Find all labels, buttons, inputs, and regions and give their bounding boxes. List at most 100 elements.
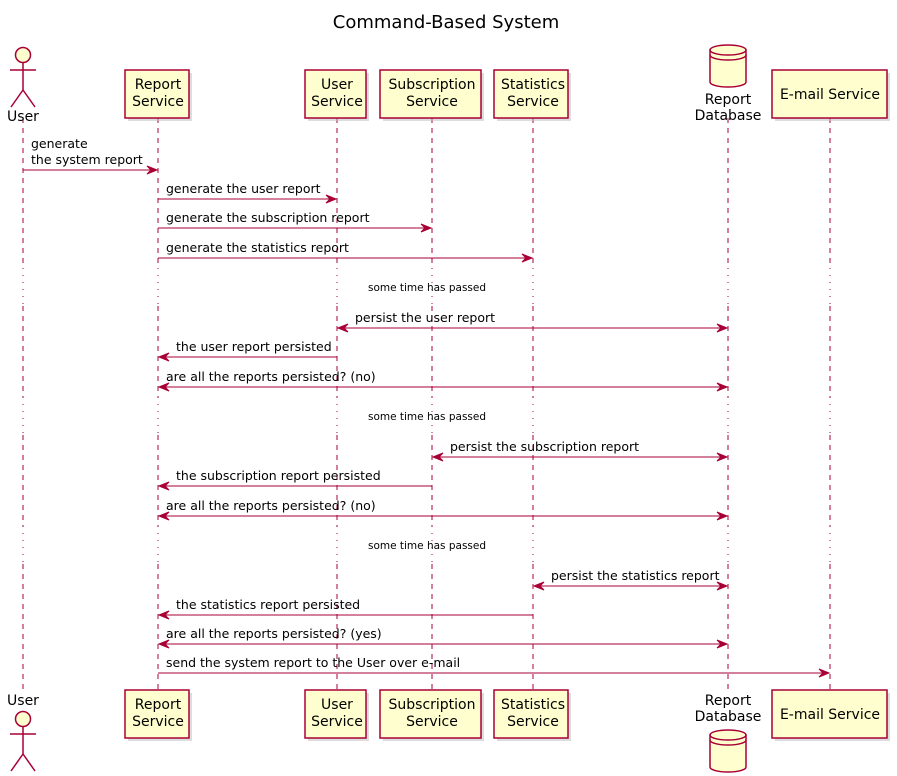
message: the statistics report persisted — [157, 597, 533, 620]
message-label: the user report persisted — [176, 339, 332, 354]
arrow-head — [716, 581, 729, 591]
participant-box-statsvc — [493, 69, 569, 119]
actor-left-leg — [10, 89, 24, 108]
participant-box-report — [124, 689, 190, 739]
participant-label-db: Database — [695, 108, 762, 124]
message: are all the reports persisted? (no) — [157, 498, 729, 521]
database-rim — [709, 739, 747, 746]
message: are all the reports persisted? (no) — [157, 369, 729, 392]
message-label: persist the user report — [355, 310, 495, 325]
message: the subscription report persisted — [157, 468, 432, 491]
message-label: the system report — [31, 152, 143, 167]
participant-box-usersvc — [304, 689, 367, 739]
lifelines — [22, 118, 831, 690]
message-label: generate — [31, 136, 88, 151]
delay-label: some time has passed — [368, 411, 486, 423]
participant-label-db: Report — [705, 92, 752, 108]
participant-label-usersvc: Service — [311, 714, 363, 730]
message-label: persist the statistics report — [551, 568, 720, 583]
arrow-head — [146, 165, 159, 175]
actor-right-leg — [22, 753, 36, 772]
actor-head — [14, 710, 32, 728]
participant-label-statsvc: Service — [507, 94, 559, 110]
participant-label-user: User — [7, 109, 39, 125]
arrow-head — [716, 639, 729, 649]
participant-label-report: Report — [135, 697, 182, 713]
participant-box-email — [771, 689, 888, 739]
participants-top: UserReportServiceUserServiceSubscription… — [7, 44, 890, 125]
message-label: are all the reports persisted? (no) — [166, 369, 376, 384]
delay: some time has passed — [368, 411, 486, 423]
message: persist the user report — [336, 310, 729, 333]
delay: some time has passed — [368, 282, 486, 294]
arrow-head — [157, 352, 170, 362]
arrow-head — [336, 323, 349, 333]
delay: some time has passed — [368, 540, 486, 552]
message-label: generate the statistics report — [166, 240, 349, 255]
participant-box-subsvc — [379, 69, 482, 119]
message: persist the statistics report — [532, 568, 729, 591]
message: generate the user report — [158, 181, 338, 204]
message: generate the subscription report — [158, 210, 433, 233]
participant-label-usersvc: User — [321, 77, 353, 93]
participant-label-db: Report — [705, 693, 752, 709]
arrow-head — [521, 253, 534, 263]
participant-box-usersvc — [304, 69, 367, 119]
arrow-head — [431, 452, 444, 462]
participant-box-report — [124, 69, 190, 119]
participant-label-usersvc: Service — [311, 94, 363, 110]
participant-label-report: Report — [135, 77, 182, 93]
participant-label-subsvc: Subscription — [389, 77, 476, 93]
message: the user report persisted — [157, 339, 337, 362]
arrow-head — [818, 668, 831, 678]
participant-label-user: User — [7, 693, 39, 709]
database-cylinder-icon — [709, 44, 747, 88]
arrow-head — [716, 323, 729, 333]
arrow-head — [157, 481, 170, 491]
delay-label: some time has passed — [368, 540, 486, 552]
participant-label-subsvc: Service — [406, 94, 458, 110]
database-rim — [709, 734, 747, 741]
message-label: generate the user report — [166, 181, 321, 196]
arrow-head — [157, 639, 170, 649]
participant-label-report: Service — [132, 714, 184, 730]
participant-label-subsvc: Subscription — [389, 697, 476, 713]
diagram-title: Command-Based System — [333, 12, 559, 33]
message-label: are all the reports persisted? (no) — [166, 498, 376, 513]
message: send the system report to the User over … — [158, 655, 831, 678]
delay-label: some time has passed — [368, 282, 486, 294]
participant-label-db: Database — [695, 709, 762, 725]
message-label: the statistics report persisted — [176, 597, 360, 612]
participant-label-report: Service — [132, 94, 184, 110]
participant-label-email: E-mail Service — [780, 707, 880, 723]
message: are all the reports persisted? (yes) — [157, 626, 729, 649]
participant-label-statsvc: Service — [507, 714, 559, 730]
participant-label-subsvc: Service — [406, 714, 458, 730]
arrow-head — [716, 511, 729, 521]
participant-box-email — [771, 69, 888, 119]
participant-box-statsvc — [493, 689, 569, 739]
participant-label-usersvc: User — [321, 697, 353, 713]
actor-head — [14, 46, 32, 64]
message-label: send the system report to the User over … — [166, 655, 460, 670]
message-label: generate the subscription report — [166, 210, 370, 225]
arrow-head — [157, 382, 170, 392]
message: generate the statistics report — [158, 240, 534, 263]
arrow-head — [420, 223, 433, 233]
arrow-head — [157, 511, 170, 521]
participant-label-statsvc: Statistics — [501, 77, 565, 93]
arrow-head — [716, 452, 729, 462]
arrow-head — [325, 194, 338, 204]
database-cylinder-icon — [709, 729, 747, 773]
actor-left-leg — [10, 753, 24, 772]
database-rim — [709, 54, 747, 61]
actor-right-leg — [22, 89, 36, 108]
message-label: persist the subscription report — [450, 439, 639, 454]
participant-label-statsvc: Statistics — [501, 697, 565, 713]
message-label: the subscription report persisted — [176, 468, 381, 483]
participant-box-subsvc — [379, 689, 482, 739]
arrow-head — [532, 581, 545, 591]
